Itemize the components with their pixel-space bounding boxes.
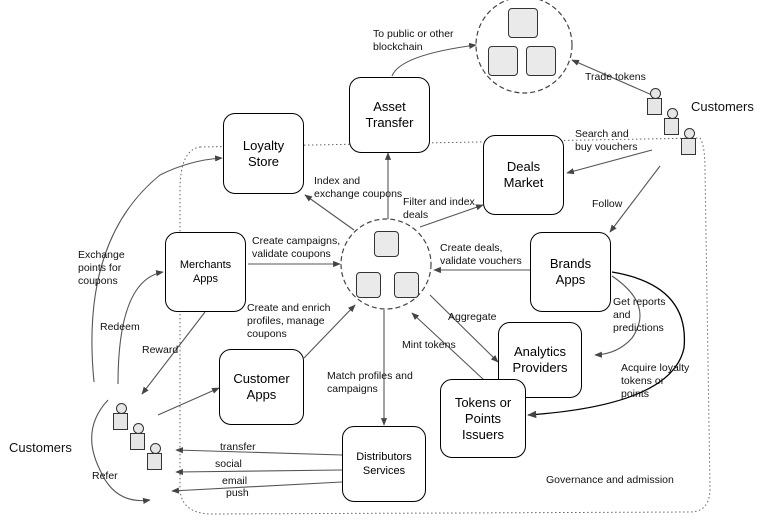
edge-create-enrich	[303, 304, 356, 359]
ledger-block-top	[374, 231, 399, 257]
edge-social	[175, 468, 343, 475]
label-transfer: transfer	[220, 441, 256, 453]
edge-email-push	[171, 481, 343, 494]
edge-mint-tokens	[411, 312, 485, 381]
label-social: social	[215, 458, 242, 470]
label-index-exchange: Index and exchange coupons	[314, 175, 403, 200]
label-follow: Follow	[592, 198, 623, 210]
label-create-enrich: Create and enrich profiles, manage coupo…	[247, 302, 331, 340]
edge-acquire	[527, 271, 686, 419]
asset-transfer-node: Asset Transfer	[349, 77, 430, 153]
label-refer: Refer	[92, 470, 118, 482]
edge-trade-tokens	[571, 59, 653, 96]
distributors-services-node: Distributors Services	[342, 426, 426, 502]
label-to-public: To public or other blockchain	[373, 28, 454, 53]
label-push: push	[226, 487, 249, 499]
label-email: email	[222, 475, 248, 487]
ledger-block-right	[394, 272, 419, 298]
label-aggregate: Aggregate	[448, 311, 497, 323]
public-blockchain-circle	[475, 0, 573, 94]
merchants-apps-node: Merchants Apps	[165, 232, 246, 312]
label-acquire: Acquire loyalty tokens or points	[621, 362, 690, 400]
public-block-right	[526, 46, 556, 76]
edge-filter-index	[419, 204, 484, 228]
edge-exchange-points	[91, 155, 223, 383]
brands-apps-node: Brands Apps	[530, 232, 611, 312]
ledger-block-left	[356, 272, 381, 298]
label-redeem: Redeem	[100, 321, 140, 333]
customers-left-label: Customers	[9, 440, 72, 455]
edge-transfer	[175, 447, 343, 456]
customer-apps-node: Customer Apps	[219, 349, 304, 425]
edge-reward	[141, 311, 206, 395]
edge-customer-apps	[157, 387, 220, 416]
analytics-providers-node: Analytics Providers	[498, 322, 582, 398]
label-get-reports: Get reports and predictions	[613, 296, 666, 334]
edge-get-reports	[594, 275, 641, 358]
edge-search-buy	[566, 149, 653, 175]
label-exchange-points: Exchange points for coupons	[78, 249, 125, 287]
label-trade-tokens: Trade tokens	[585, 71, 646, 83]
label-governance: Governance and admission	[546, 474, 674, 486]
edge-refer	[91, 399, 151, 505]
loyalty-store-node: Loyalty Store	[223, 113, 304, 194]
public-block-left	[488, 46, 518, 76]
edge-follow	[609, 165, 661, 233]
edge-aggregate	[429, 294, 499, 363]
customers-top-label: Customers	[691, 99, 754, 114]
label-create-deals: Create deals, validate vouchers	[440, 242, 522, 267]
label-create-campaigns: Create campaigns, validate coupons	[252, 235, 341, 260]
edge-to-public	[391, 42, 477, 77]
edge-index-exchange	[304, 194, 355, 231]
central-ledger-circle	[340, 218, 432, 310]
label-filter-index: Filter and index deals	[403, 196, 475, 221]
label-search-buy: Search and buy vouchers	[575, 128, 638, 153]
tokens-issuers-node: Tokens or Points Issuers	[440, 379, 526, 458]
edge-redeem	[117, 270, 164, 385]
label-match-profiles: Match profiles and campaigns	[327, 370, 413, 395]
label-reward: Reward	[142, 344, 179, 356]
deals-market-node: Deals Market	[483, 135, 564, 215]
label-mint-tokens: Mint tokens	[402, 339, 456, 351]
public-block-top	[508, 8, 538, 38]
